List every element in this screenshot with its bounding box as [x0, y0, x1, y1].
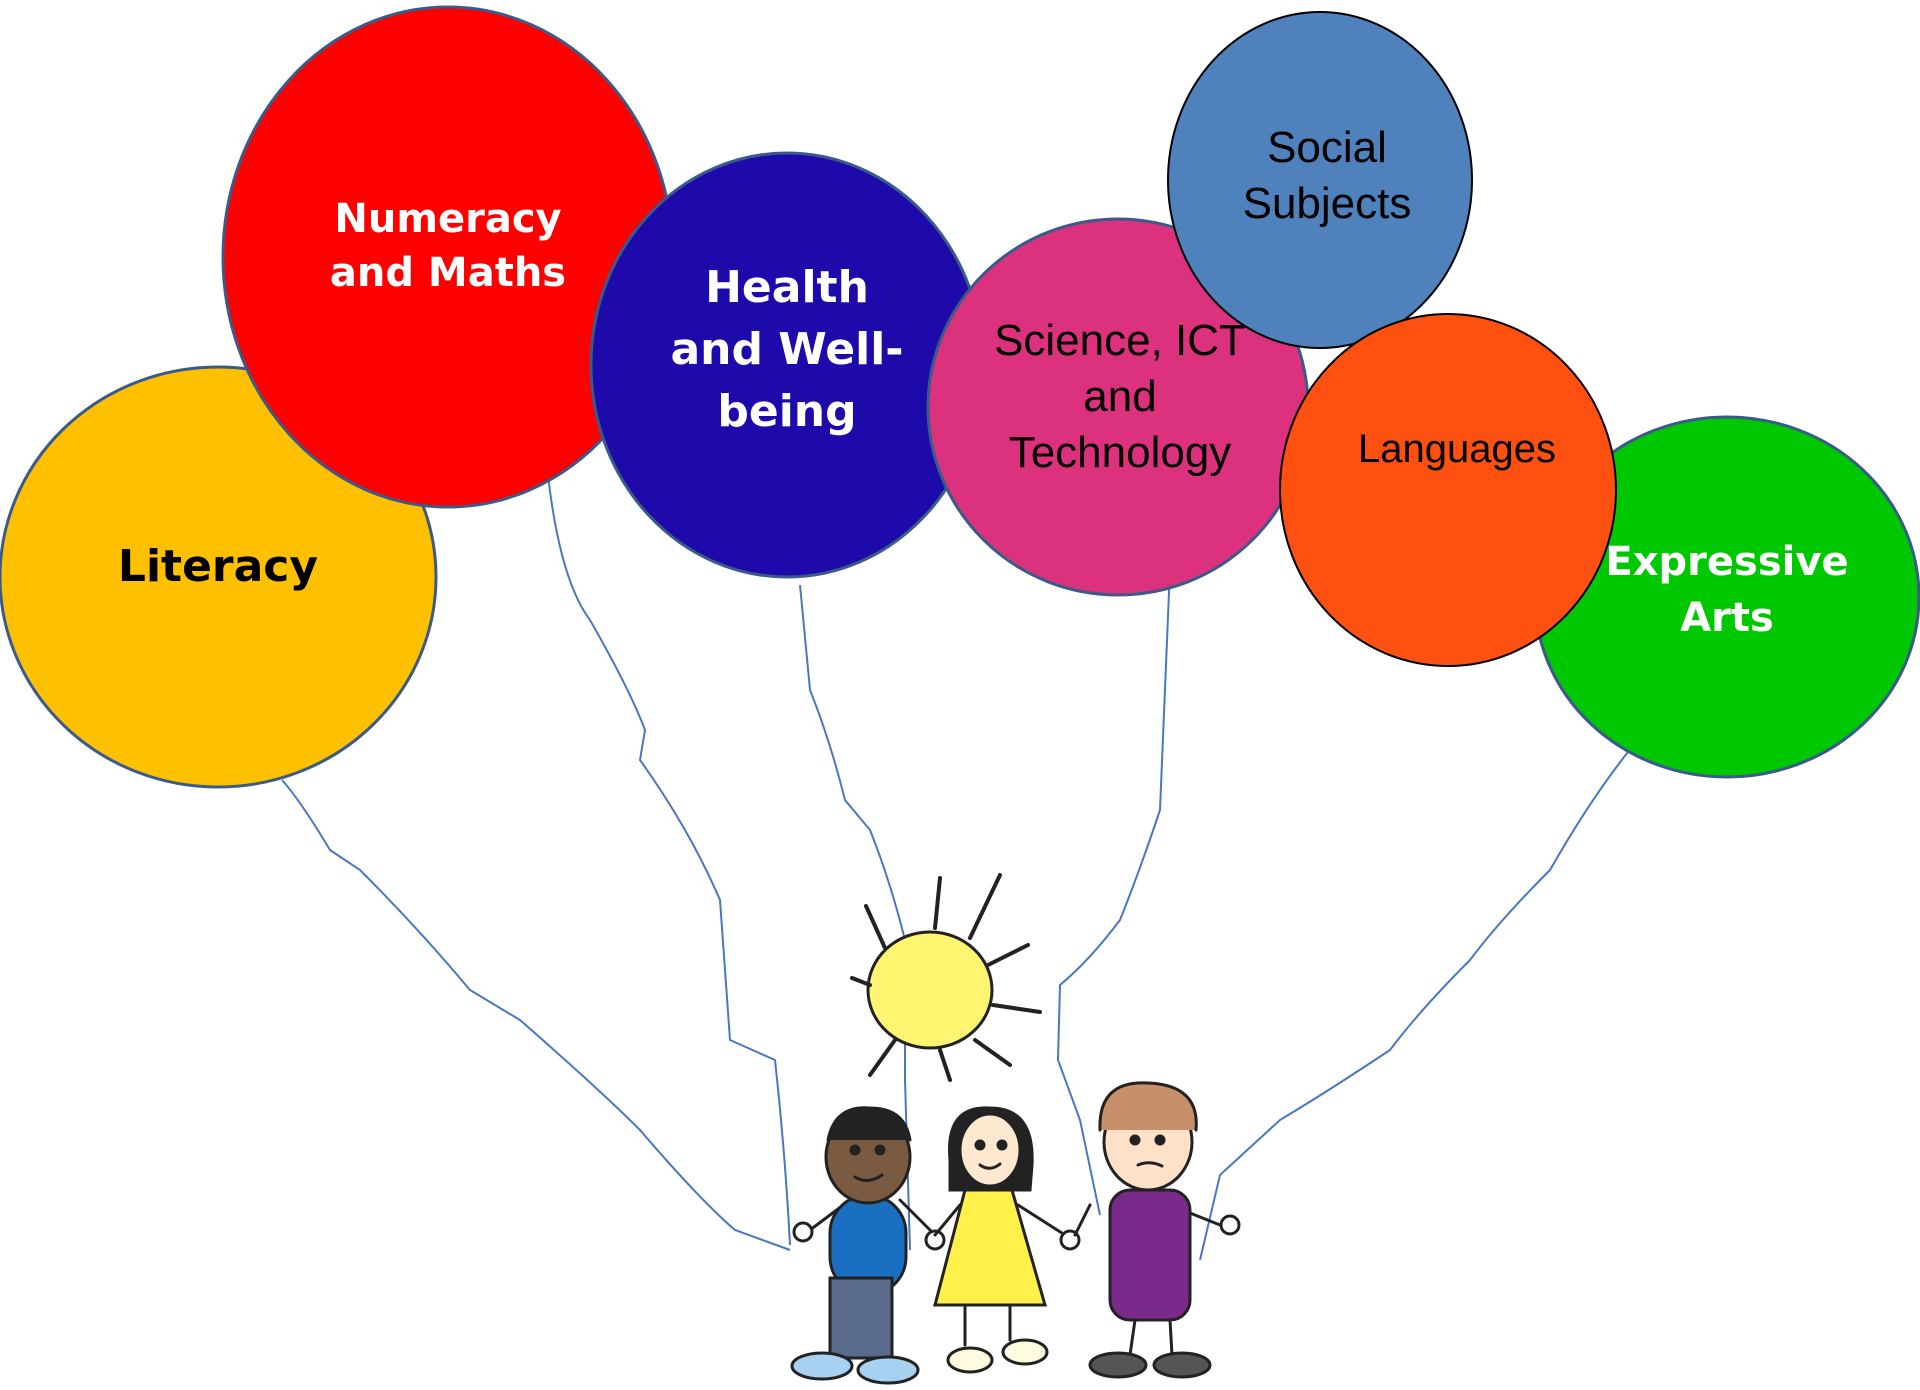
string-numeracy	[547, 474, 791, 1246]
balloon-science-label-line: and	[1083, 372, 1156, 421]
string-health	[799, 584, 911, 1251]
balloon-literacy-label-line: Literacy	[118, 541, 318, 592]
child-right	[1073, 1081, 1241, 1379]
balloon-expressive-label-line: Arts	[1680, 595, 1774, 641]
balloon-numeracy: Numeracy and Maths	[221, 5, 675, 509]
balloon-health-label-line: and Well-	[670, 324, 903, 375]
balloon-languages-circle	[1279, 313, 1617, 667]
balloon-social-label-line: Social	[1267, 123, 1387, 172]
balloon-literacy: Literacy	[0, 365, 438, 789]
balloon-science-label-line: Science, ICT	[994, 316, 1246, 365]
balloon-languages-label-line: Languages	[1358, 427, 1556, 471]
children-holding-hands-icon	[790, 1081, 1241, 1385]
balloon-literacy-circle	[0, 365, 438, 789]
balloon-health-label: Health and Well-being	[670, 262, 903, 437]
balloon-health: Health and Well-being	[589, 151, 985, 579]
string-literacy	[281, 779, 791, 1251]
child-left	[790, 1106, 946, 1385]
string-science	[1056, 567, 1171, 1216]
sun-icon	[850, 873, 1042, 1082]
balloon-science-label-line: Technology	[1009, 428, 1232, 477]
balloon-expressive-label-line: Expressive	[1605, 539, 1848, 585]
balloon-health-label-line: being	[717, 386, 856, 437]
balloon-health-label-line: Health	[705, 262, 869, 313]
balloon-numeracy-label: Numeracy and Maths	[330, 196, 566, 296]
balloon-languages: Languages	[1279, 313, 1617, 667]
string-expressive	[1199, 751, 1629, 1261]
balloon-languages-label: Languages	[1358, 427, 1556, 471]
balloon-social-label-line: Subjects	[1243, 179, 1412, 228]
balloon-numeracy-label-line: Numeracy	[334, 196, 561, 242]
balloon-social-circle	[1167, 11, 1473, 349]
balloon-literacy-label: Literacy	[118, 541, 318, 592]
balloon-numeracy-label-line: and Maths	[330, 250, 566, 296]
balloon-strings	[281, 474, 1629, 1261]
child-middle	[933, 1106, 1081, 1374]
